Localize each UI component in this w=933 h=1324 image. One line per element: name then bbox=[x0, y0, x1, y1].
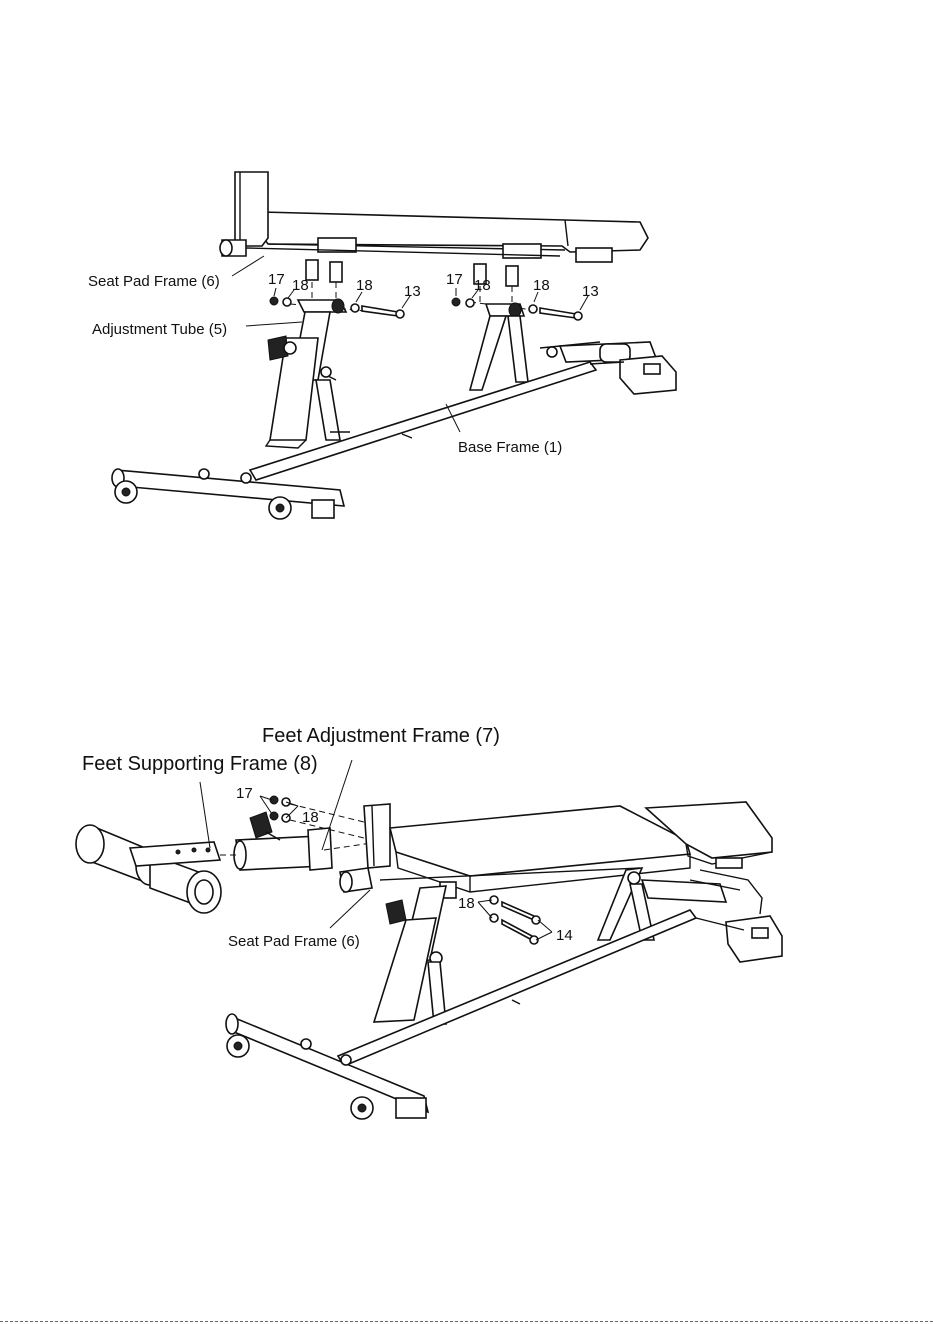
label-part-18-left-a: 18 bbox=[292, 277, 309, 294]
label-part-17-left: 17 bbox=[268, 271, 285, 288]
label-adjustment-tube: Adjustment Tube (5) bbox=[92, 321, 227, 338]
label-feet-supporting-frame: Feet Supporting Frame (8) bbox=[82, 753, 318, 775]
label-part-18-right-b: 18 bbox=[533, 277, 550, 294]
label-part-17-right: 17 bbox=[446, 271, 463, 288]
label-part-18-bottom: 18 bbox=[458, 895, 475, 912]
label-base-frame: Base Frame (1) bbox=[458, 439, 562, 456]
label-part-18-left-b: 18 bbox=[356, 277, 373, 294]
page-edge-rule bbox=[0, 1321, 933, 1322]
label-part-18-right-a: 18 bbox=[474, 277, 491, 294]
diagram-1-bench-assembly bbox=[112, 172, 676, 519]
diagram-2-feet-frame-assembly bbox=[76, 760, 782, 1119]
label-part-18-top: 18 bbox=[302, 809, 319, 826]
label-seat-pad-frame-2: Seat Pad Frame (6) bbox=[228, 933, 360, 950]
label-feet-adjustment-frame: Feet Adjustment Frame (7) bbox=[262, 725, 500, 747]
label-part-13-left: 13 bbox=[404, 283, 421, 300]
label-seat-pad-frame-1: Seat Pad Frame (6) bbox=[88, 273, 220, 290]
label-part-14: 14 bbox=[556, 927, 573, 944]
label-part-17: 17 bbox=[236, 785, 253, 802]
label-part-13-right: 13 bbox=[582, 283, 599, 300]
